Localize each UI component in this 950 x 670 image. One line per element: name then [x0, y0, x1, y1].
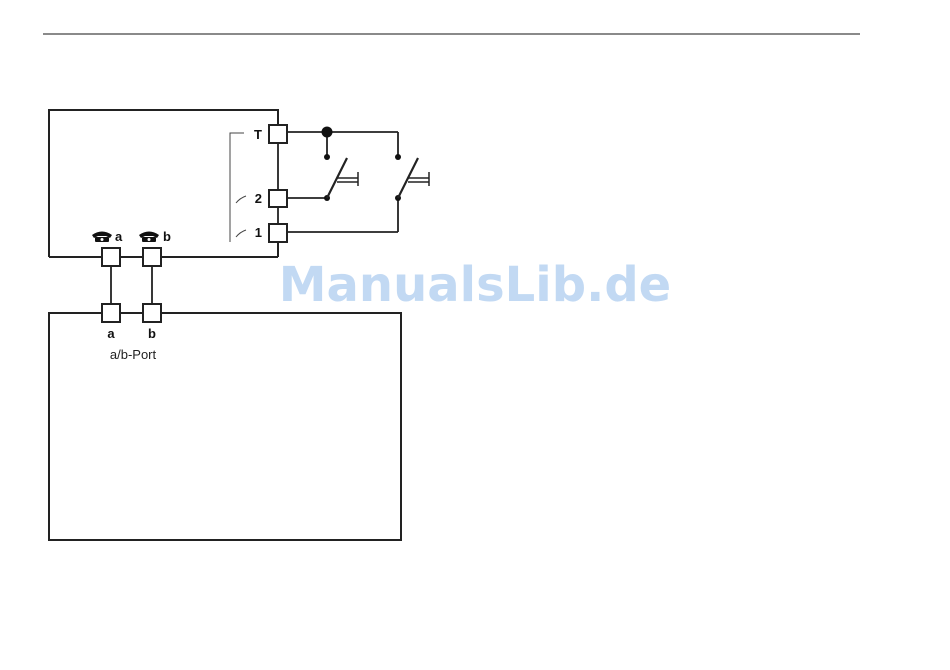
telephone-icon	[139, 232, 159, 243]
phone-port-b	[143, 248, 161, 266]
device-port-a	[102, 304, 120, 322]
phone-port-a	[102, 248, 120, 266]
lower-device-box	[49, 313, 401, 540]
terminal-1-label: 1	[255, 225, 262, 240]
watermark: ManualsLib.de	[279, 257, 671, 313]
terminal-bracket	[230, 133, 246, 242]
ab-wires	[111, 266, 152, 304]
phone-port-b-label: b	[163, 229, 171, 244]
terminal-t-label: T	[254, 127, 262, 142]
junction-node	[322, 127, 333, 138]
telephone-icon	[92, 232, 112, 243]
terminal-1	[269, 224, 287, 242]
phone-port-a-label: a	[115, 229, 123, 244]
device-port-b	[143, 304, 161, 322]
terminal-2-label: 2	[255, 191, 262, 206]
device-port-a-label: a	[107, 326, 115, 341]
device-port-b-label: b	[148, 326, 156, 341]
terminal-2	[269, 190, 287, 207]
port-caption: a/b-Port	[110, 347, 157, 362]
terminal-t	[269, 125, 287, 143]
switch-icon	[324, 154, 358, 201]
switch-icon	[395, 154, 429, 201]
